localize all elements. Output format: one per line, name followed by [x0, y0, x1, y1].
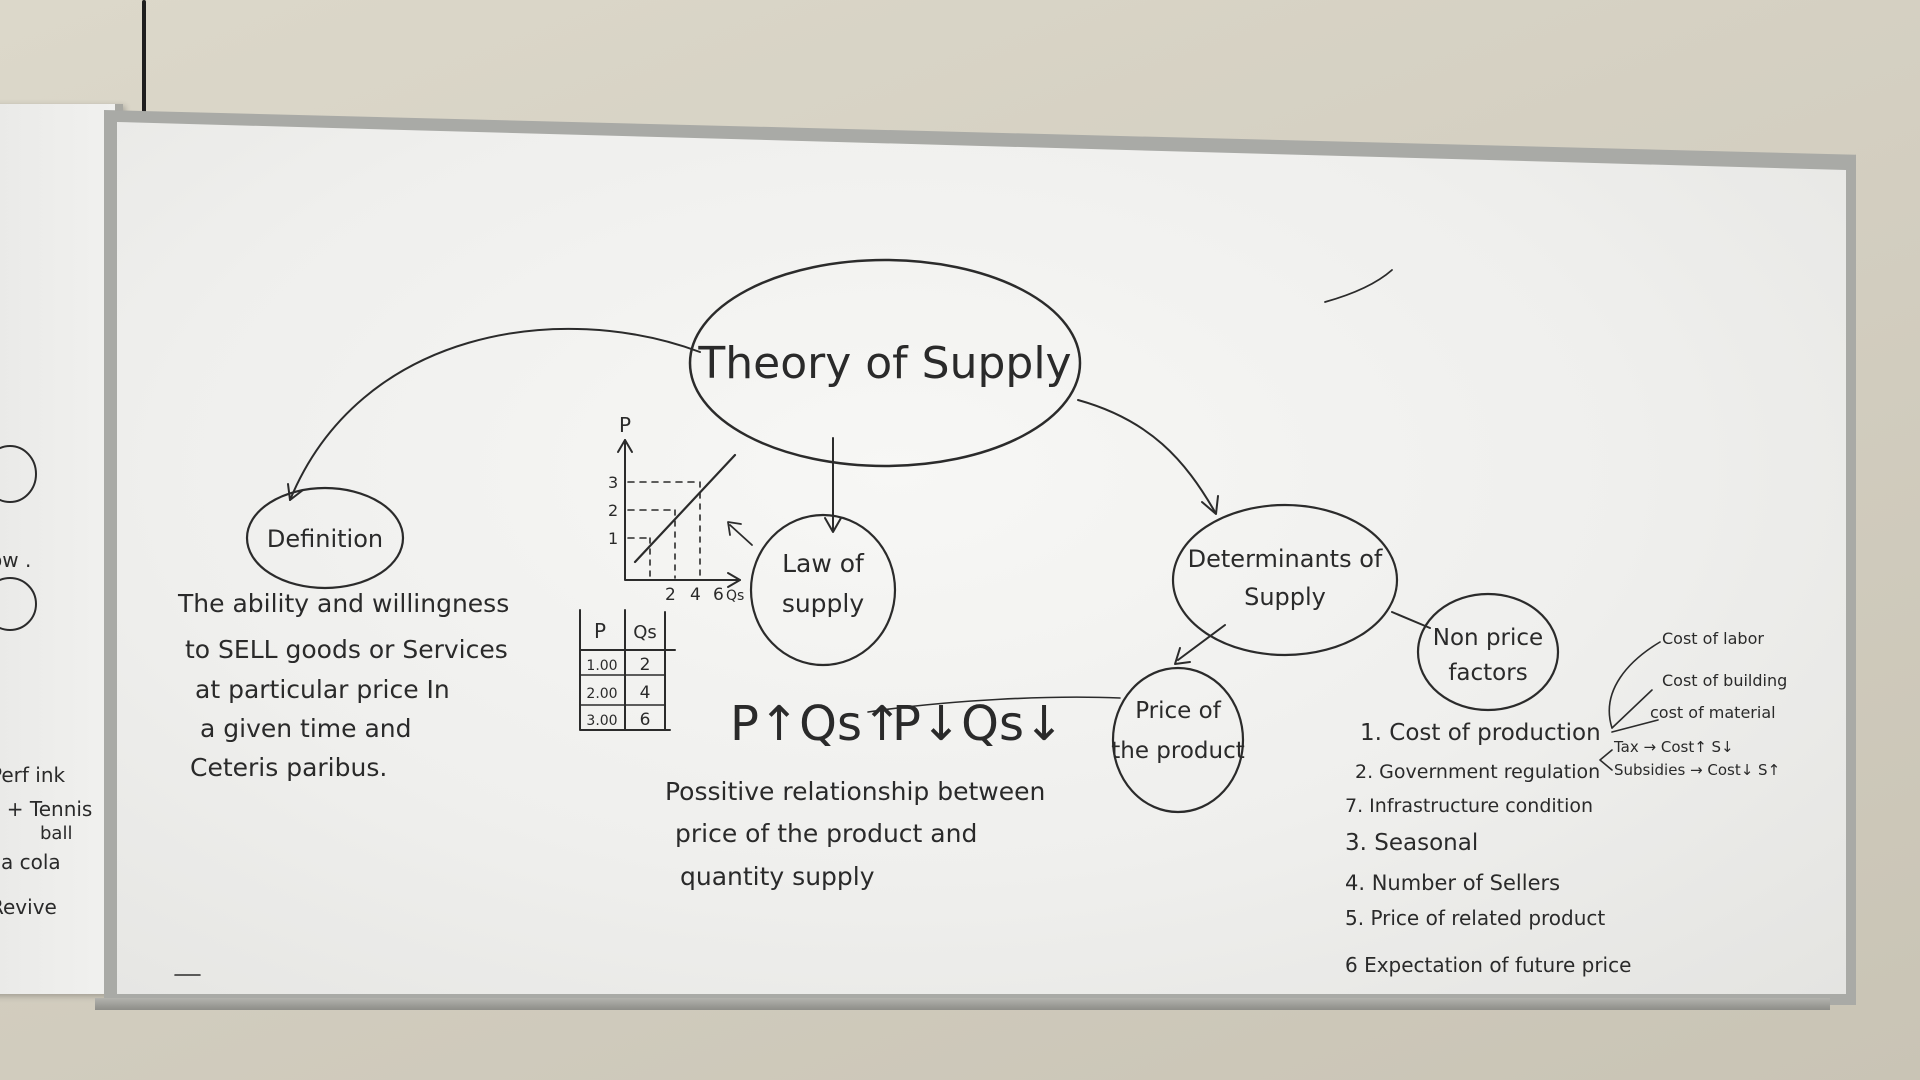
factor-item: 2. Government regulation: [1355, 761, 1600, 783]
cost-item: Cost of building: [1662, 671, 1787, 690]
table-header-qs: Qs: [633, 622, 657, 643]
left-fragment-6: Revive: [0, 895, 57, 919]
law-of-supply-bubble: [749, 513, 897, 667]
definition-line-3: at particular price In: [195, 675, 450, 704]
non-price-label-1: Non price: [1433, 625, 1543, 651]
graph-axes: [624, 439, 741, 581]
whiteboard-surface: [117, 122, 1846, 994]
graph-x-label: Qs: [726, 588, 744, 604]
table-cell: 4: [640, 683, 651, 703]
factors-list: 1. Cost of production 2. Government regu…: [1345, 720, 1631, 977]
graph-x-tick-6: 6: [713, 585, 724, 605]
left-fragment-2: Perf ink: [0, 763, 66, 787]
title-bubble: [688, 258, 1082, 468]
graph-y-tick-1: 1: [608, 529, 618, 548]
relationship-line-1: Possitive relationship between: [665, 777, 1045, 806]
law-of-supply-label-2: supply: [782, 589, 865, 618]
definition-line-1: The ability and willingness: [177, 589, 509, 618]
factor-item: 5. Price of related product: [1345, 906, 1605, 930]
relationship-line-2: price of the product and: [675, 819, 977, 848]
left-board-ink: ow . Perf ink s + Tennis ball ca cola Re…: [0, 445, 92, 919]
regulation-item: Subsidies → Cost↓ S↑: [1614, 761, 1780, 779]
relationship-text: Possitive relationship between price of …: [665, 777, 1045, 891]
title: Theory of Supply: [697, 338, 1071, 389]
definition-line-4: a given time and: [200, 714, 412, 743]
supply-graph: P 3 2 1 2 4 6 Qs: [608, 413, 753, 605]
left-fragment-4: ball: [40, 823, 72, 844]
factor-item: 4. Number of Sellers: [1345, 871, 1560, 895]
relationship-line-3: quantity supply: [680, 862, 875, 891]
price-of-product-bubble: [1111, 666, 1245, 814]
non-price-factors-bubble: [1416, 592, 1560, 712]
graph-y-tick-3: 3: [608, 473, 618, 492]
determinants-label-2: Supply: [1244, 583, 1326, 611]
left-fragment-1: ow .: [0, 548, 31, 572]
regulation-items: Tax → Cost↑ S↓ Subsidies → Cost↓ S↑: [1613, 738, 1780, 779]
price-of-product-label-2: the product: [1111, 738, 1245, 764]
graph-x-tick-2: 2: [665, 585, 676, 605]
cost-item: cost of material: [1650, 703, 1776, 722]
formula-price-up: P↑Qs↑: [730, 696, 902, 752]
table-cell: 2.00: [586, 686, 617, 702]
factor-item: 1. Cost of production: [1360, 720, 1601, 746]
arrow-to-definition: [289, 327, 701, 501]
price-of-product-label-1: Price of: [1135, 698, 1221, 724]
graph-y-label: P: [619, 413, 631, 437]
table-cell: 1.00: [586, 658, 617, 674]
factor-item: 6 Expectation of future price: [1345, 953, 1631, 977]
definition-text: The ability and willingness to SELL good…: [177, 589, 509, 782]
table-cell: 3.00: [586, 713, 617, 729]
definition-line-5: Ceteris paribus.: [190, 753, 387, 782]
table-cell: 6: [640, 710, 651, 730]
left-fragment-5: ca cola: [0, 850, 61, 874]
determinants-label-1: Determinants of: [1188, 545, 1383, 573]
marker-tray: [95, 998, 1830, 1010]
factor-item: 3. Seasonal: [1345, 830, 1478, 856]
graph-y-tick-2: 2: [608, 501, 618, 520]
definition-bubble: [245, 486, 405, 590]
supply-table: P Qs 1.00 2 2.00 4 3.00 6: [579, 609, 676, 731]
factor-item: 7. Infrastructure condition: [1345, 795, 1593, 817]
formula-price-down: P↓Qs↓: [892, 696, 1064, 752]
graph-x-tick-4: 4: [690, 585, 701, 605]
regulation-item: Tax → Cost↑ S↓: [1613, 738, 1734, 756]
table-header-p: P: [594, 619, 606, 643]
definition-label: Definition: [267, 525, 383, 553]
cost-items: Cost of labor Cost of building cost of m…: [1650, 629, 1787, 722]
cost-item: Cost of labor: [1662, 629, 1764, 648]
supply-curve: [633, 453, 737, 564]
law-of-supply-label-1: Law of: [782, 549, 865, 578]
non-price-label-2: factors: [1448, 660, 1527, 686]
determinants-bubble: [1171, 503, 1399, 657]
definition-line-2: to SELL goods or Services: [185, 635, 508, 664]
table-cell: 2: [640, 655, 651, 675]
arrow-to-determinants: [1077, 399, 1216, 513]
left-fragment-3: s + Tennis: [0, 797, 92, 821]
